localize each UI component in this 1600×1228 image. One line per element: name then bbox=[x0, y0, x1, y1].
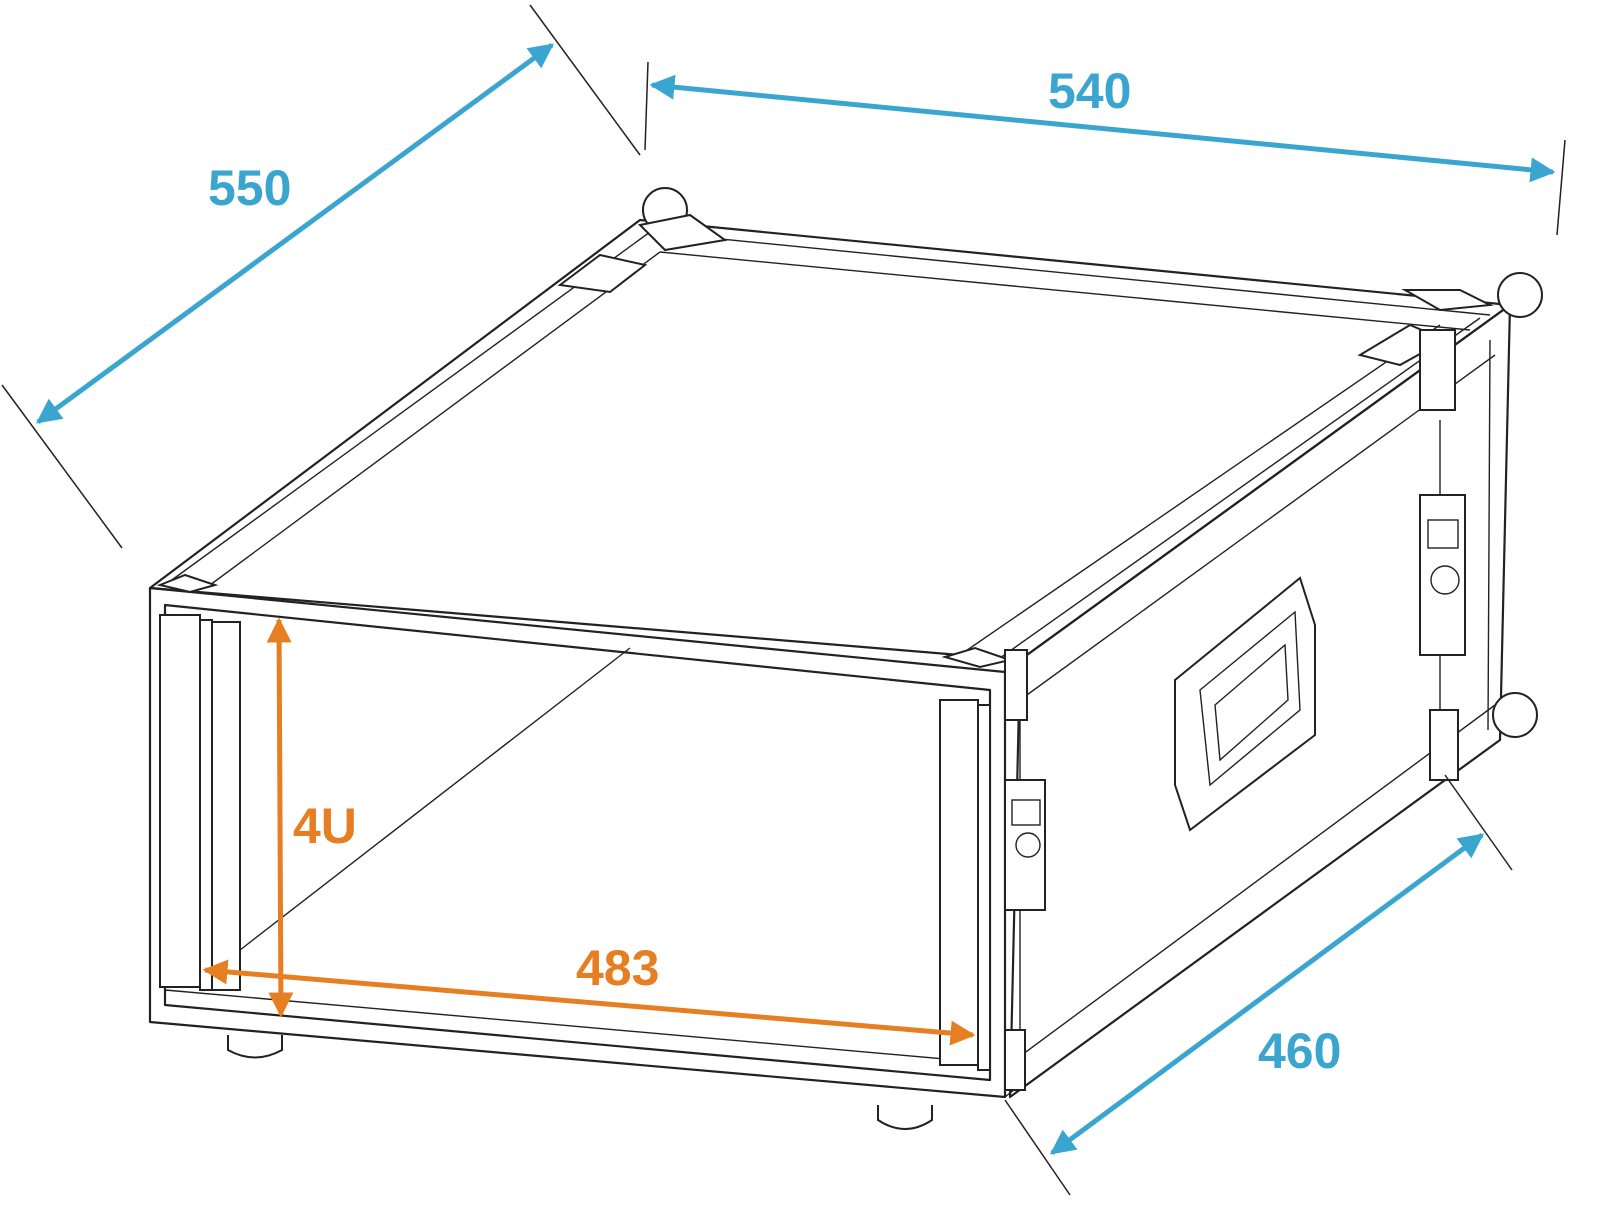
dimension-arrow-rack-width bbox=[202, 959, 976, 1046]
caster-foot bbox=[877, 1105, 933, 1130]
height-label: 4U bbox=[293, 798, 357, 854]
right-rack-rail bbox=[939, 699, 991, 1071]
side-handle bbox=[1174, 576, 1316, 832]
corner-ball bbox=[1497, 272, 1543, 318]
rack-width-label: 483 bbox=[576, 940, 659, 996]
extension-line bbox=[1556, 139, 1566, 236]
side-depth-label: 460 bbox=[1258, 1023, 1341, 1079]
dimension-arrow-depth bbox=[35, 42, 555, 425]
extension-line bbox=[1444, 774, 1513, 871]
dimension-arrow-height bbox=[266, 617, 294, 1018]
rack-case bbox=[148, 187, 1543, 1130]
caster-foot bbox=[227, 1035, 283, 1059]
left-rack-rail bbox=[159, 614, 241, 991]
width-label: 540 bbox=[1048, 63, 1131, 119]
extension-line bbox=[1, 384, 123, 549]
extension-line bbox=[1004, 1099, 1071, 1196]
extension-line bbox=[529, 4, 641, 156]
extension-line bbox=[644, 61, 649, 151]
depth-label: 550 bbox=[208, 160, 291, 216]
dimension-arrow-width bbox=[649, 74, 1556, 183]
latch-side bbox=[1419, 494, 1466, 656]
dimension-arrow-side-depth bbox=[1049, 832, 1485, 1156]
corner-ball bbox=[1492, 692, 1538, 738]
latch-front bbox=[1004, 779, 1046, 911]
case-right-side bbox=[1008, 303, 1512, 1099]
